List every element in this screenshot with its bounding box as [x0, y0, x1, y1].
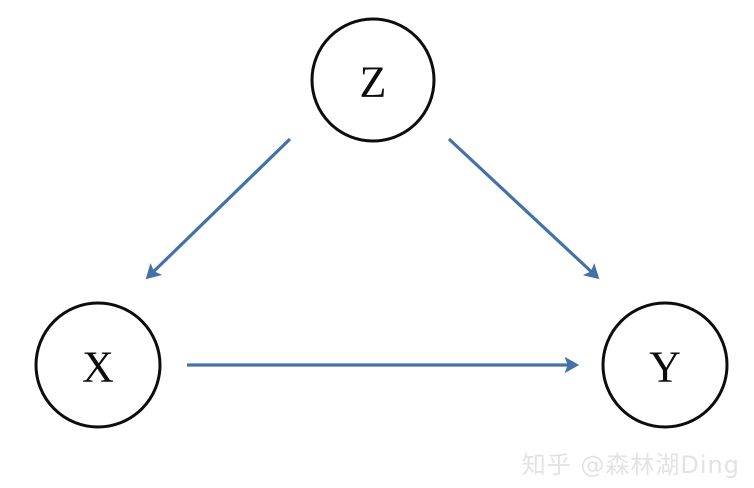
edge-z-to-x: [145, 137, 292, 280]
node-z[interactable]: Z: [310, 17, 436, 143]
node-x-circle: [34, 301, 162, 429]
node-y[interactable]: Y: [601, 301, 729, 429]
node-z-label: Z: [360, 58, 387, 107]
node-z-circle: [310, 17, 436, 143]
edge-z-to-y: [447, 137, 600, 280]
node-x-label: X: [82, 343, 114, 392]
watermark: 知乎 @森林湖Ding: [521, 451, 740, 479]
node-y-circle: [601, 301, 729, 429]
node-x[interactable]: X: [34, 301, 162, 429]
node-y-label: Y: [649, 343, 681, 392]
